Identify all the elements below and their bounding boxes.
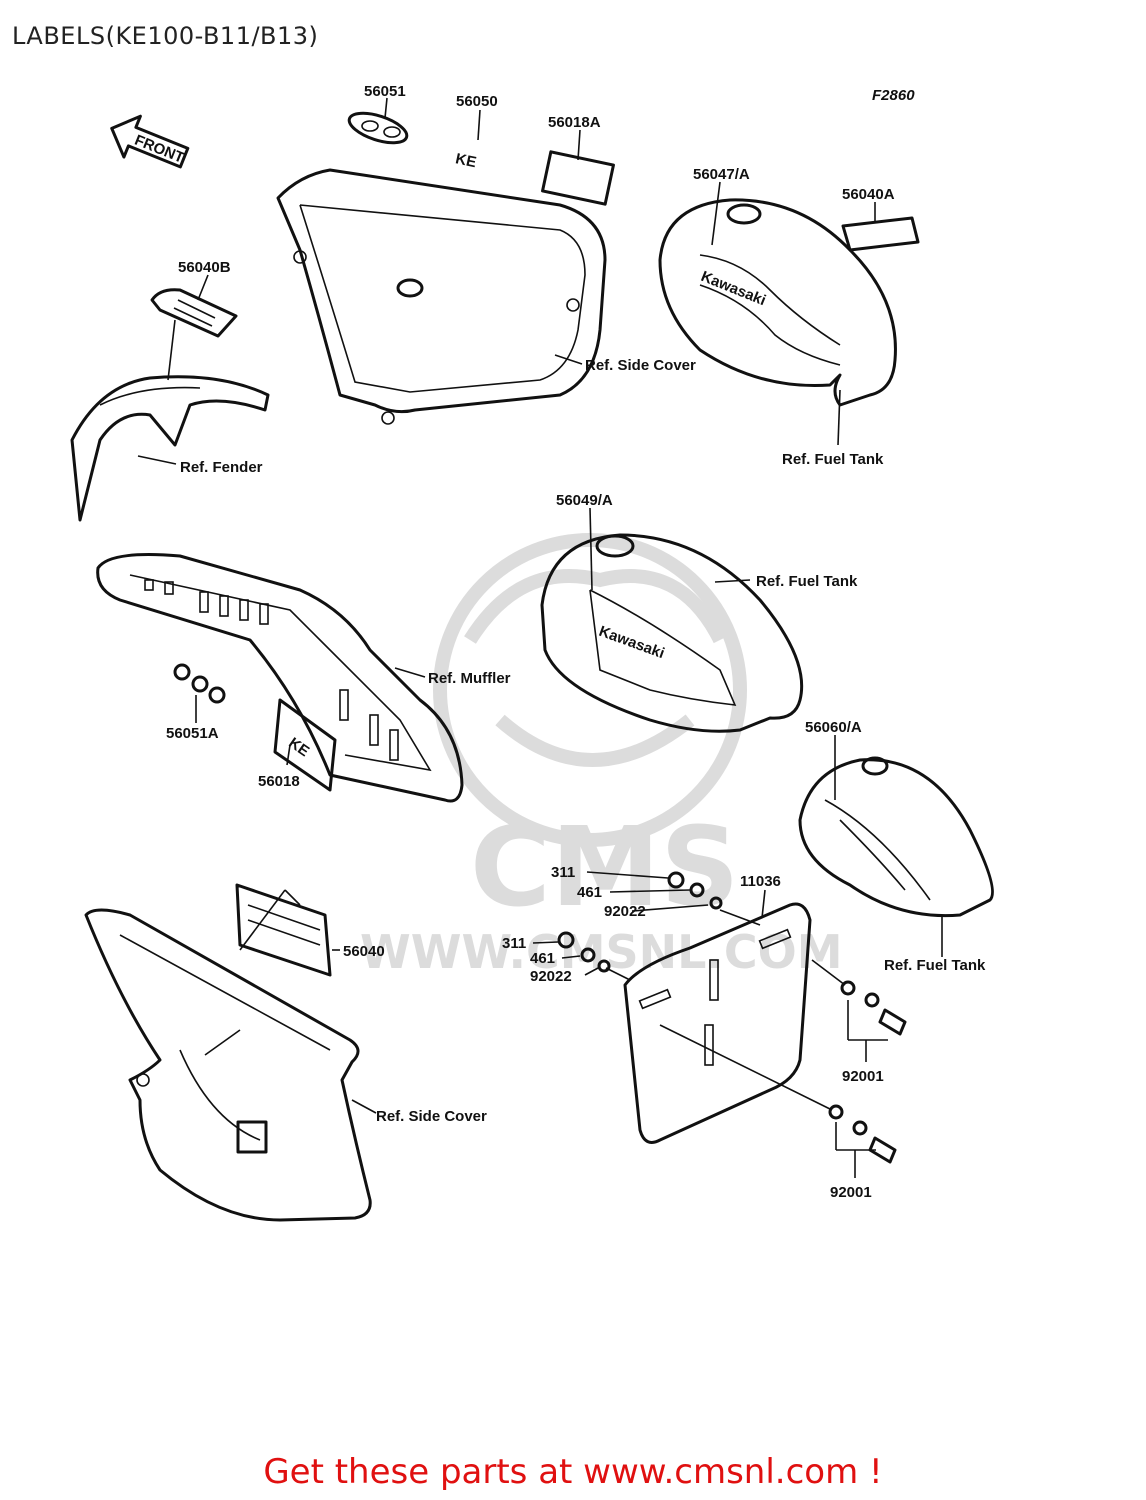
figure-code: F2860 — [872, 87, 915, 104]
callout-ref-fuel-tank-3: Ref. Fuel Tank — [884, 957, 986, 974]
callout-92022-b: 92022 — [530, 968, 572, 985]
footer-link[interactable]: Get these parts at www.cmsnl.com ! — [263, 1452, 883, 1492]
callout-11036: 11036 — [740, 873, 781, 890]
decal-ke-large: KE — [454, 150, 478, 171]
fuel-tank-1: Kawasaki — [658, 198, 897, 407]
callout-56018A: 56018A — [548, 114, 601, 131]
side-cover-upper — [276, 168, 607, 425]
side-cover-lower — [84, 908, 372, 1222]
leader-lines — [137, 97, 943, 1178]
decal-56051A — [173, 663, 226, 704]
callout-56018: 56018 — [258, 773, 300, 790]
callout-56051A: 56051A — [166, 725, 219, 742]
decal-56051 — [347, 111, 409, 145]
callout-92001-b: 92001 — [830, 1184, 872, 1201]
callout-56051: 56051 — [364, 83, 406, 100]
callout-56049A: 56049/A — [556, 492, 613, 509]
fender — [70, 375, 270, 522]
callout-56040: 56040 — [343, 943, 385, 960]
callout-56050: 56050 — [456, 93, 498, 110]
decal-56018A — [541, 150, 615, 206]
muffler — [96, 553, 464, 803]
callout-ref-fender: Ref. Fender — [180, 459, 263, 476]
watermark-brand: CMS — [470, 803, 739, 931]
callout-311-a: 311 — [551, 864, 575, 881]
decal-56040 — [235, 883, 332, 977]
callout-ref-side-cover-2: Ref. Side Cover — [376, 1108, 487, 1125]
callout-56047A: 56047/A — [693, 166, 750, 183]
plate-11036 — [623, 902, 812, 1144]
front-arrow: FRONT — [110, 114, 190, 169]
fuel-tank-3 — [798, 756, 994, 918]
callout-92022-a: 92022 — [604, 903, 646, 920]
callout-ref-fuel-tank-1: Ref. Fuel Tank — [782, 451, 884, 468]
callout-92001-a: 92001 — [842, 1068, 884, 1085]
decal-56050: KE — [454, 150, 478, 171]
hardware — [557, 871, 907, 1164]
decal-56040A — [841, 216, 920, 252]
callout-ref-muffler: Ref. Muffler — [428, 670, 511, 687]
muffler-slots — [144, 579, 399, 761]
callout-56060A: 56060/A — [805, 719, 862, 736]
callout-461-a: 461 — [577, 884, 602, 901]
callout-labels: 56051 56050 56018A 56047/A 56040A 56040B… — [166, 83, 986, 1201]
callout-ref-fuel-tank-2: Ref. Fuel Tank — [756, 573, 858, 590]
callout-ref-side-cover-1: Ref. Side Cover — [585, 357, 696, 374]
callout-56040A: 56040A — [842, 186, 895, 203]
decal-56040B — [150, 288, 238, 338]
callout-56040B: 56040B — [178, 259, 231, 276]
callout-461-b: 461 — [530, 950, 555, 967]
callout-311-b: 311 — [502, 935, 526, 952]
decal-kawasaki-2: Kawasaki — [597, 623, 667, 662]
page-title: LABELS(KE100-B11/B13) — [12, 22, 319, 50]
